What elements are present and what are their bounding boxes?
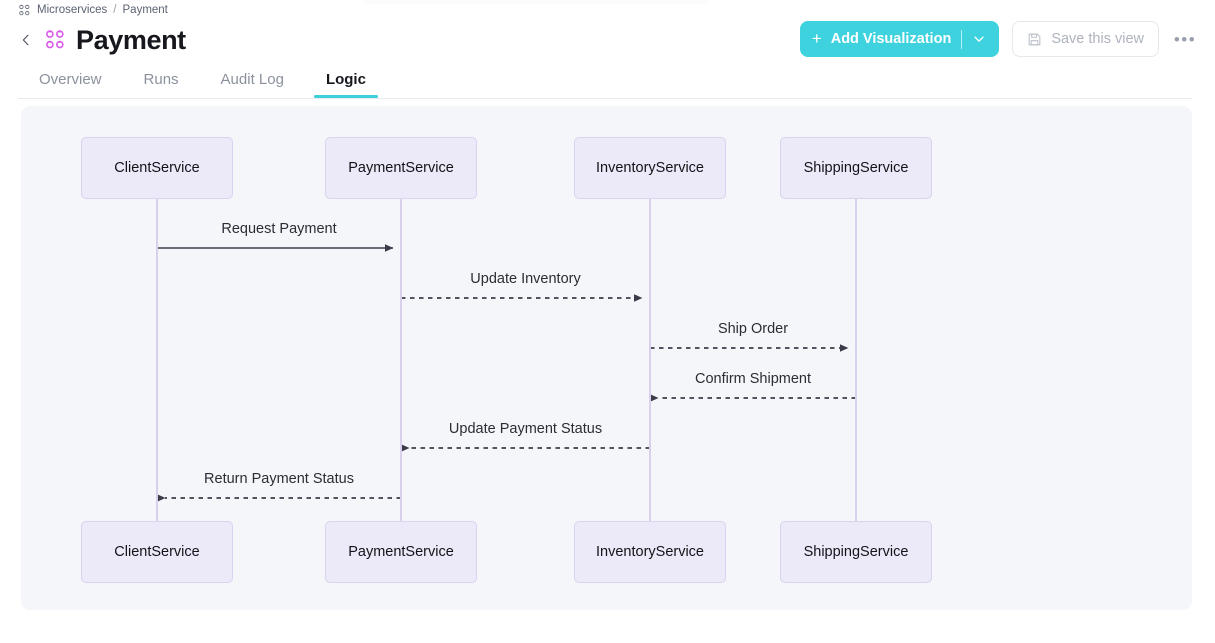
participant-label: InventoryService — [596, 544, 704, 560]
tab-overview[interactable]: Overview — [18, 60, 123, 98]
chevron-left-icon[interactable] — [18, 28, 34, 52]
header-actions: + Add Visualization Save this view ••• — [799, 20, 1198, 58]
tab-runs[interactable]: Runs — [123, 60, 200, 98]
participant-label: ShippingService — [803, 544, 909, 560]
ellipsis-horizontal-icon[interactable]: ••• — [1172, 26, 1198, 52]
sequence-arrow-layer — [156, 244, 856, 502]
breadcrumb-root[interactable]: Microservices — [37, 4, 108, 16]
tab-audit-log[interactable]: Audit Log — [200, 60, 305, 98]
participant-node[interactable]: PaymentService — [325, 137, 477, 199]
participant-node[interactable]: ClientService — [81, 521, 233, 583]
plus-icon: + — [811, 29, 822, 48]
save-this-view-button[interactable]: Save this view — [1012, 21, 1159, 57]
page-title-row: Payment — [18, 20, 186, 60]
breadcrumb-current[interactable]: Payment — [122, 4, 168, 16]
participant-label: InventoryService — [596, 160, 704, 176]
participant-label: PaymentService — [348, 544, 454, 560]
lifeline — [400, 199, 402, 521]
breadcrumb-separator: / — [113, 4, 117, 16]
microservices-cluster-icon — [18, 4, 31, 17]
page-title: Payment — [76, 24, 186, 55]
tab-label: Overview — [39, 70, 102, 88]
message-label: Update Inventory — [470, 271, 581, 287]
message-label: Ship Order — [717, 321, 789, 337]
participant-node[interactable]: ClientService — [81, 137, 233, 199]
breadcrumb: Microservices / Payment — [18, 0, 168, 20]
participant-node[interactable]: InventoryService — [574, 521, 726, 583]
participant-node[interactable]: ShippingService — [780, 521, 932, 583]
save-floppy-icon — [1027, 32, 1042, 47]
message-label: Confirm Shipment — [694, 371, 812, 387]
tab-bar: Overview Runs Audit Log Logic — [18, 60, 387, 98]
participant-label: PaymentService — [348, 160, 454, 176]
floating-pill-sliver — [363, 0, 708, 4]
participant-node[interactable]: PaymentService — [325, 521, 477, 583]
save-this-view-label: Save this view — [1051, 31, 1144, 47]
more-label: ••• — [1173, 29, 1197, 49]
header-divider — [18, 98, 1192, 99]
add-visualization-label: Add Visualization — [830, 31, 952, 47]
message-label: Return Payment Status — [204, 471, 354, 487]
lifeline — [649, 199, 651, 521]
microservices-cluster-icon — [44, 29, 66, 51]
tab-label: Audit Log — [220, 70, 284, 88]
participant-label: ShippingService — [803, 160, 909, 176]
tab-label: Logic — [325, 70, 366, 88]
participant-label: ClientService — [114, 544, 200, 560]
participant-node[interactable]: InventoryService — [574, 137, 726, 199]
add-visualization-button[interactable]: + Add Visualization — [799, 21, 1000, 57]
chevron-down-icon[interactable] — [972, 32, 986, 46]
message-label: Update Payment Status — [448, 421, 603, 437]
lifeline — [156, 199, 158, 521]
tab-logic[interactable]: Logic — [305, 60, 387, 98]
message-label: Request Payment — [221, 221, 337, 237]
participant-label: ClientService — [114, 160, 200, 176]
participant-node[interactable]: ShippingService — [780, 137, 932, 199]
tab-label: Runs — [143, 70, 179, 88]
button-divider — [961, 29, 963, 49]
lifeline — [855, 199, 857, 521]
